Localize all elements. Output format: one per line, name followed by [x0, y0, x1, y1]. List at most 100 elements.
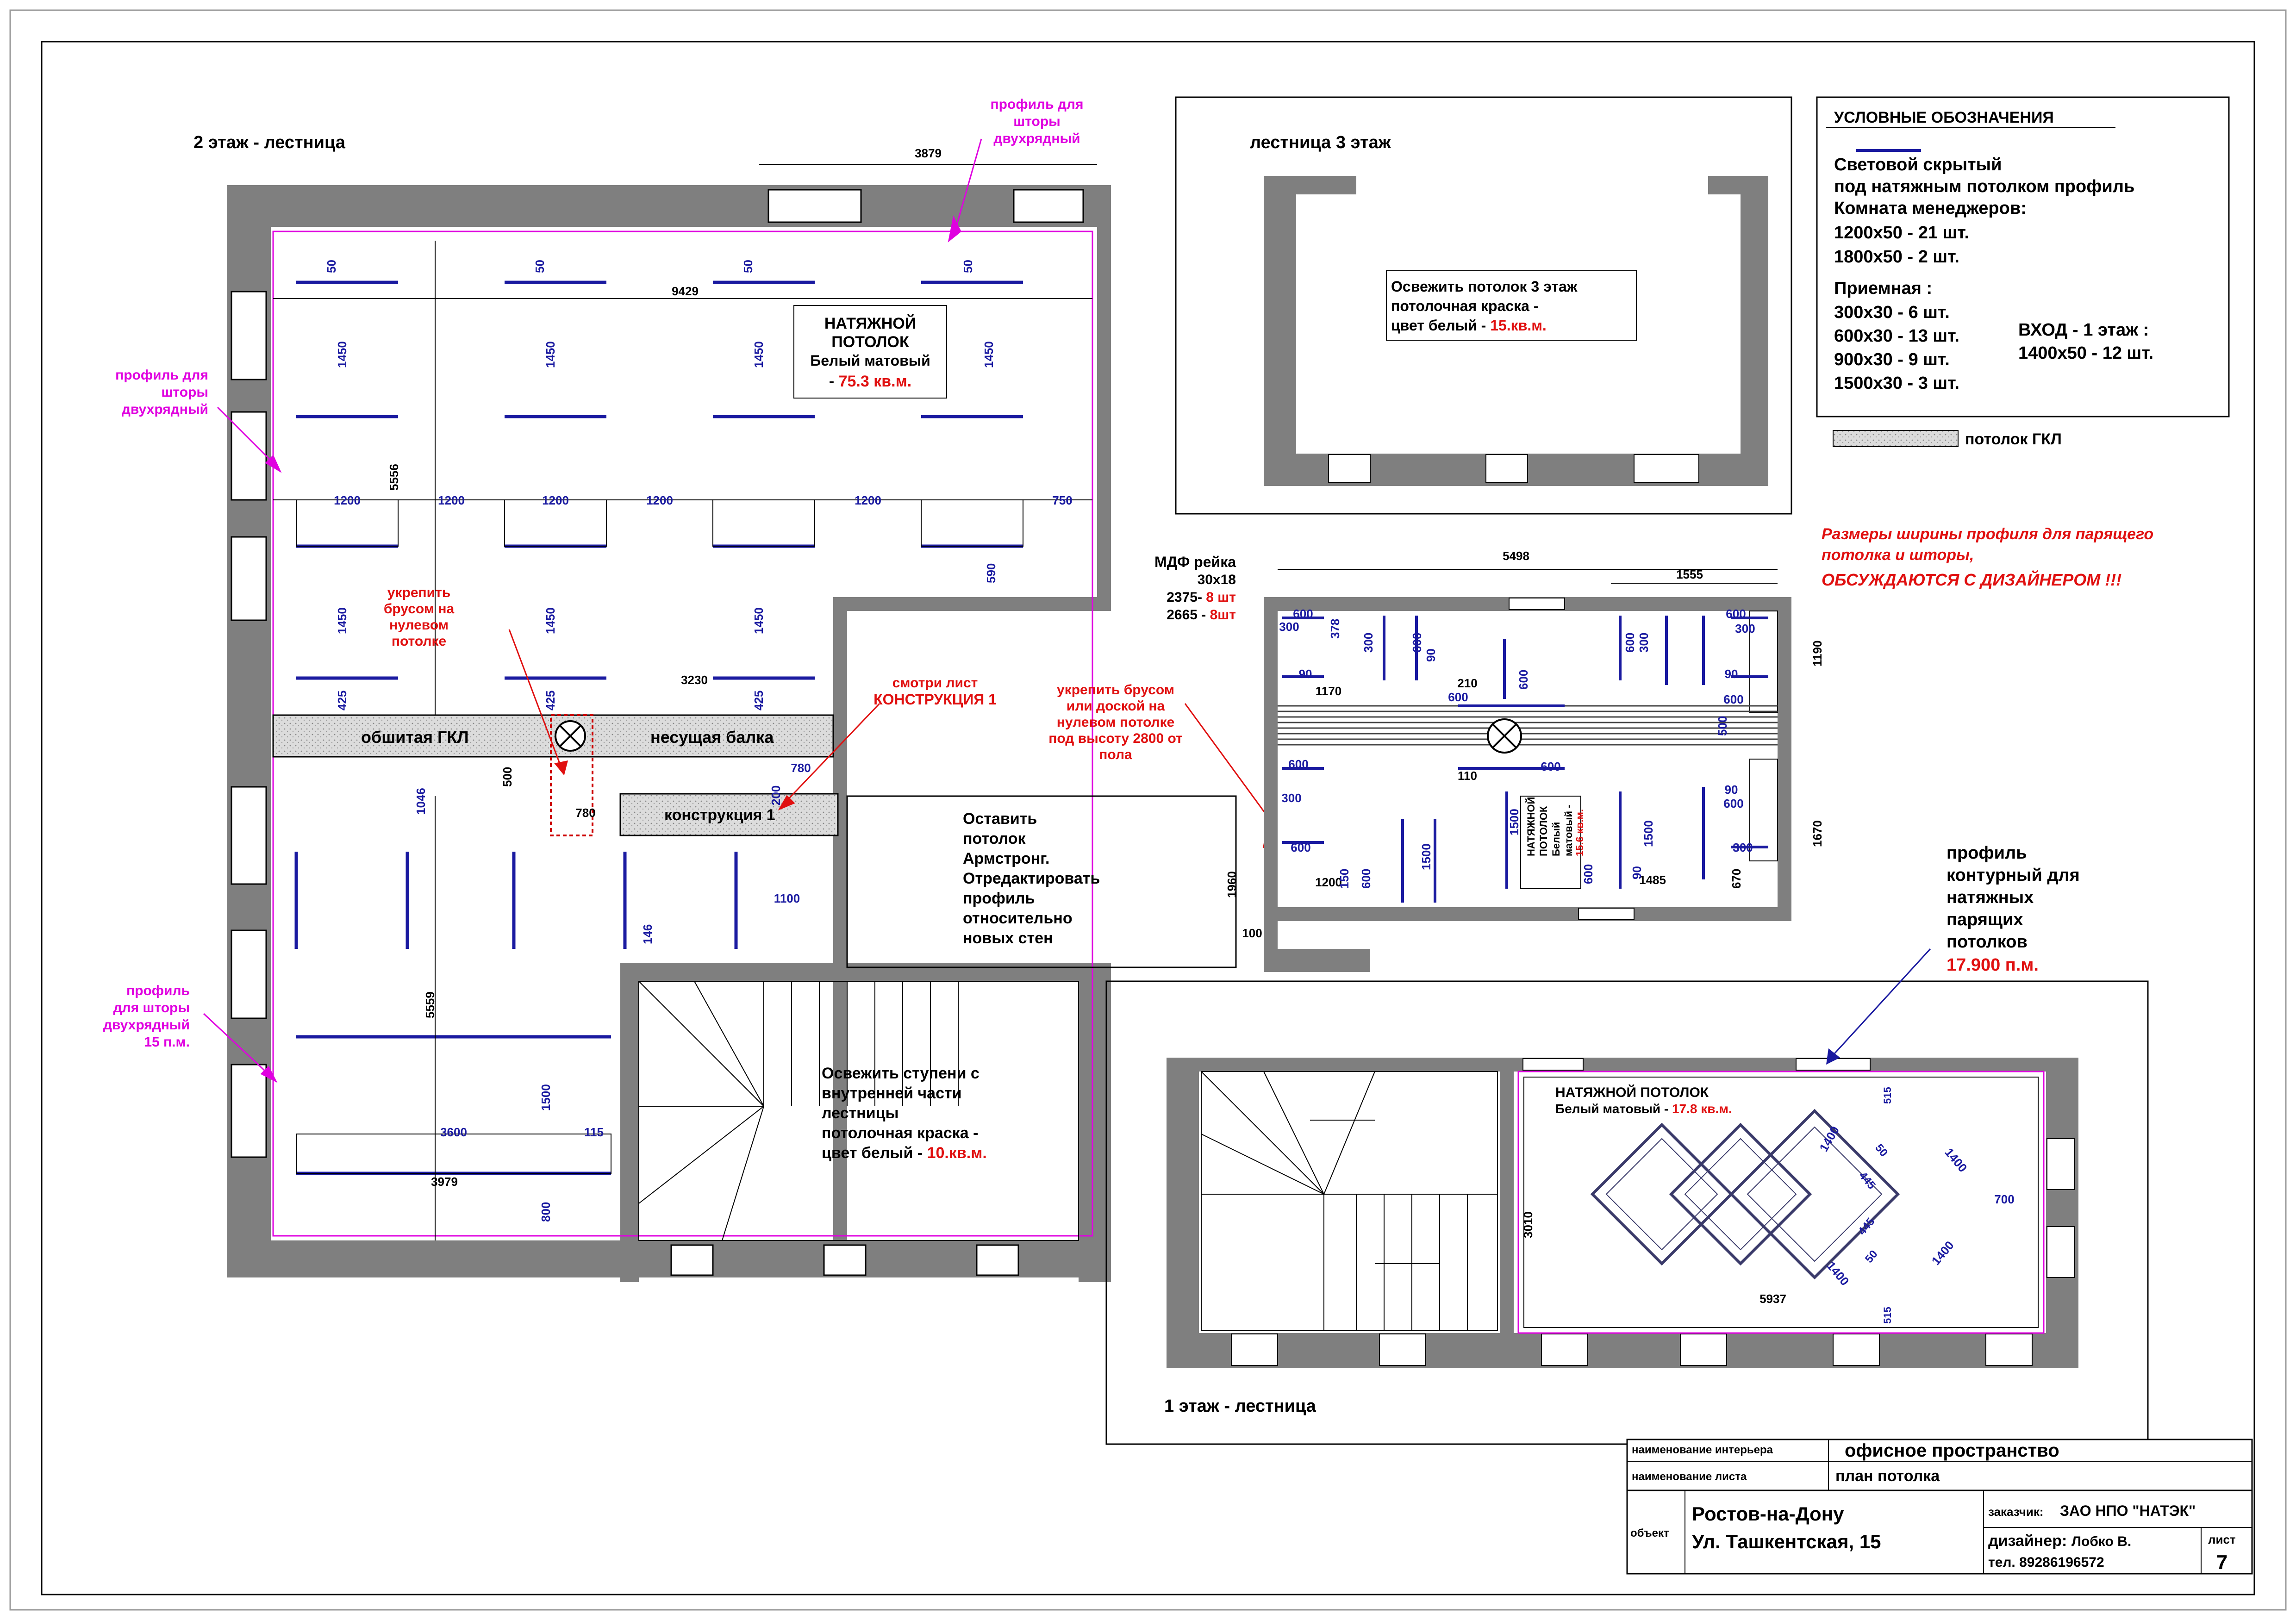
svg-text:90: 90	[1299, 667, 1312, 681]
svg-text:натяжных: натяжных	[1947, 888, 2034, 907]
svg-text:1500: 1500	[1507, 809, 1521, 835]
svg-text:1450: 1450	[752, 341, 766, 368]
svg-text:750: 750	[1052, 493, 1072, 507]
svg-text:500: 500	[500, 767, 514, 787]
svg-text:1400: 1400	[1942, 1146, 1970, 1175]
svg-text:5556: 5556	[387, 464, 401, 491]
svg-text:1400: 1400	[1816, 1124, 1842, 1154]
legend-title: УСЛОВНЫЕ ОБОЗНАЧЕНИЯ	[1834, 109, 2054, 126]
svg-text:9429: 9429	[672, 284, 699, 298]
svg-text:1500: 1500	[1419, 843, 1433, 870]
svg-text:для шторы: для шторы	[113, 1000, 190, 1016]
svg-text:50: 50	[1872, 1142, 1890, 1159]
svg-text:потолочная краска -: потолочная краска -	[822, 1124, 978, 1142]
svg-text:профиль: профиль	[1947, 843, 2027, 863]
svg-text:Оставить: Оставить	[963, 810, 1037, 828]
svg-text:1450: 1450	[543, 341, 557, 368]
svg-text:профиль: профиль	[963, 890, 1035, 907]
svg-text:300: 300	[1733, 841, 1753, 854]
legend-gkl-swatch	[1833, 430, 1959, 447]
floor2-ceiling-l0: НАТЯЖНОЙ	[824, 314, 916, 332]
floor1-ceiling-sub: Белый матовый - 17.8 кв.м.	[1555, 1102, 1732, 1116]
svg-text:3879: 3879	[915, 146, 942, 160]
svg-text:378: 378	[1328, 619, 1342, 639]
svg-text:600: 600	[1623, 633, 1637, 653]
svg-text:210: 210	[1457, 676, 1477, 690]
reception-ceiling-label: НАТЯЖНОЙ ПОТОЛОК Белый матовый - 15.6 кв…	[1525, 797, 1585, 856]
svg-text:дизайнер:: дизайнер:	[1988, 1532, 2067, 1550]
svg-text:Приемная :: Приемная :	[1834, 279, 1932, 298]
entry-diamond-profiles	[1590, 1109, 1900, 1280]
svg-text:1200х50 - 21 шт.: 1200х50 - 21 шт.	[1834, 223, 1969, 243]
svg-text:новых стен: новых стен	[963, 929, 1053, 947]
construction-box	[619, 793, 839, 836]
svg-text:1400: 1400	[1929, 1238, 1957, 1268]
svg-text:300: 300	[1735, 622, 1755, 636]
armstrong-note: Оставить потолок Армстронг. Отредактиров…	[963, 810, 1100, 947]
svg-text:1200: 1200	[542, 493, 569, 507]
floor1-profile-note: профиль контурный для натяжных парящих п…	[1947, 843, 2080, 975]
svg-text:ПОТОЛОК: ПОТОЛОК	[1538, 806, 1549, 856]
svg-text:НАТЯЖНОЙ: НАТЯЖНОЙ	[1525, 797, 1537, 856]
floor1-title: 1 этаж - лестница	[1164, 1396, 1316, 1416]
svg-text:Освежить ступени с: Освежить ступени с	[822, 1065, 980, 1082]
reinforce2-l2: нулевом потолке	[1057, 715, 1175, 730]
reinforce2-l1: или доской на	[1067, 698, 1165, 714]
svg-text:двухрядный: двухрядный	[993, 131, 1080, 146]
reinforce-l2: нулевом	[389, 617, 449, 633]
svg-text:ВХОД - 1 этаж :: ВХОД - 1 этаж :	[2018, 320, 2149, 340]
svg-text:1500: 1500	[1641, 820, 1655, 847]
svg-text:парящих: парящих	[1947, 910, 2023, 929]
beam-label: несущая балка	[650, 728, 774, 747]
svg-text:тел. 89286196572: тел. 89286196572	[1988, 1555, 2104, 1570]
floor2-ceiling-area-line: - 75.3 кв.м.	[829, 373, 911, 390]
svg-text:600: 600	[1359, 869, 1373, 889]
svg-text:300: 300	[1637, 633, 1651, 653]
see-sheet-l1: КОНСТРУКЦИЯ 1	[873, 691, 997, 708]
svg-text:100: 100	[1242, 926, 1262, 940]
svg-text:425: 425	[335, 691, 349, 710]
svg-text:офисное пространство: офисное пространство	[1845, 1440, 2059, 1461]
svg-text:Ул. Ташкентская, 15: Ул. Ташкентская, 15	[1692, 1531, 1881, 1552]
svg-text:425: 425	[543, 691, 557, 710]
svg-text:90: 90	[1725, 783, 1738, 797]
svg-text:670: 670	[1729, 869, 1743, 889]
svg-text:50: 50	[961, 260, 975, 273]
svg-text:425: 425	[752, 691, 766, 710]
svg-text:3230: 3230	[681, 673, 708, 687]
svg-text:1200: 1200	[334, 493, 361, 507]
svg-text:600: 600	[1293, 607, 1313, 621]
svg-text:146: 146	[641, 924, 655, 944]
svg-text:115: 115	[584, 1125, 604, 1139]
svg-text:600: 600	[1581, 864, 1595, 884]
curtain-profile-top: профиль для шторы двухрядный	[991, 97, 1084, 146]
curtain-profile-bottom: профиль для шторы двухрядный 15 п.м.	[103, 983, 190, 1050]
svg-text:наименование листа: наименование листа	[1632, 1470, 1747, 1483]
svg-text:1190: 1190	[1810, 641, 1824, 667]
floor2-ceiling-l2: Белый матовый	[810, 352, 930, 369]
svg-text:1500: 1500	[539, 1084, 553, 1111]
gkl-label: обшитая ГКЛ	[361, 728, 469, 747]
svg-text:Световой скрытый: Световой скрытый	[1834, 155, 2002, 174]
svg-text:700: 700	[1994, 1192, 2014, 1206]
svg-text:Белый: Белый	[1550, 822, 1562, 856]
svg-text:1170: 1170	[1316, 684, 1341, 698]
reinforce2-l3: под высоту 2800 от	[1048, 731, 1183, 746]
svg-text:1450: 1450	[752, 607, 766, 634]
svg-text:план потолка: план потолка	[1835, 1467, 1940, 1485]
svg-text:600: 600	[1516, 670, 1530, 690]
svg-text:7: 7	[2216, 1551, 2227, 1574]
svg-text:1200: 1200	[438, 493, 465, 507]
svg-text:600: 600	[1448, 690, 1468, 704]
svg-text:внутренней части: внутренней части	[822, 1084, 962, 1102]
reception-dimensions: 5498 1555 1190 1670 1485 670 1170 210 11…	[1279, 549, 1824, 889]
floor2-title: 2 этаж - лестница	[193, 133, 346, 152]
svg-text:потолок: потолок	[963, 830, 1026, 847]
floor3-note-l2: цвет белый - 15.кв.м.	[1391, 317, 1547, 334]
svg-text:50: 50	[1863, 1248, 1880, 1265]
svg-text:515: 515	[1882, 1087, 1893, 1104]
legend-gkl: потолок ГКЛ	[1965, 430, 2062, 448]
svg-text:1450: 1450	[335, 607, 349, 634]
svg-text:профиль для: профиль для	[115, 368, 208, 383]
svg-text:цвет белый - 10.кв.м.: цвет белый - 10.кв.м.	[822, 1144, 987, 1162]
